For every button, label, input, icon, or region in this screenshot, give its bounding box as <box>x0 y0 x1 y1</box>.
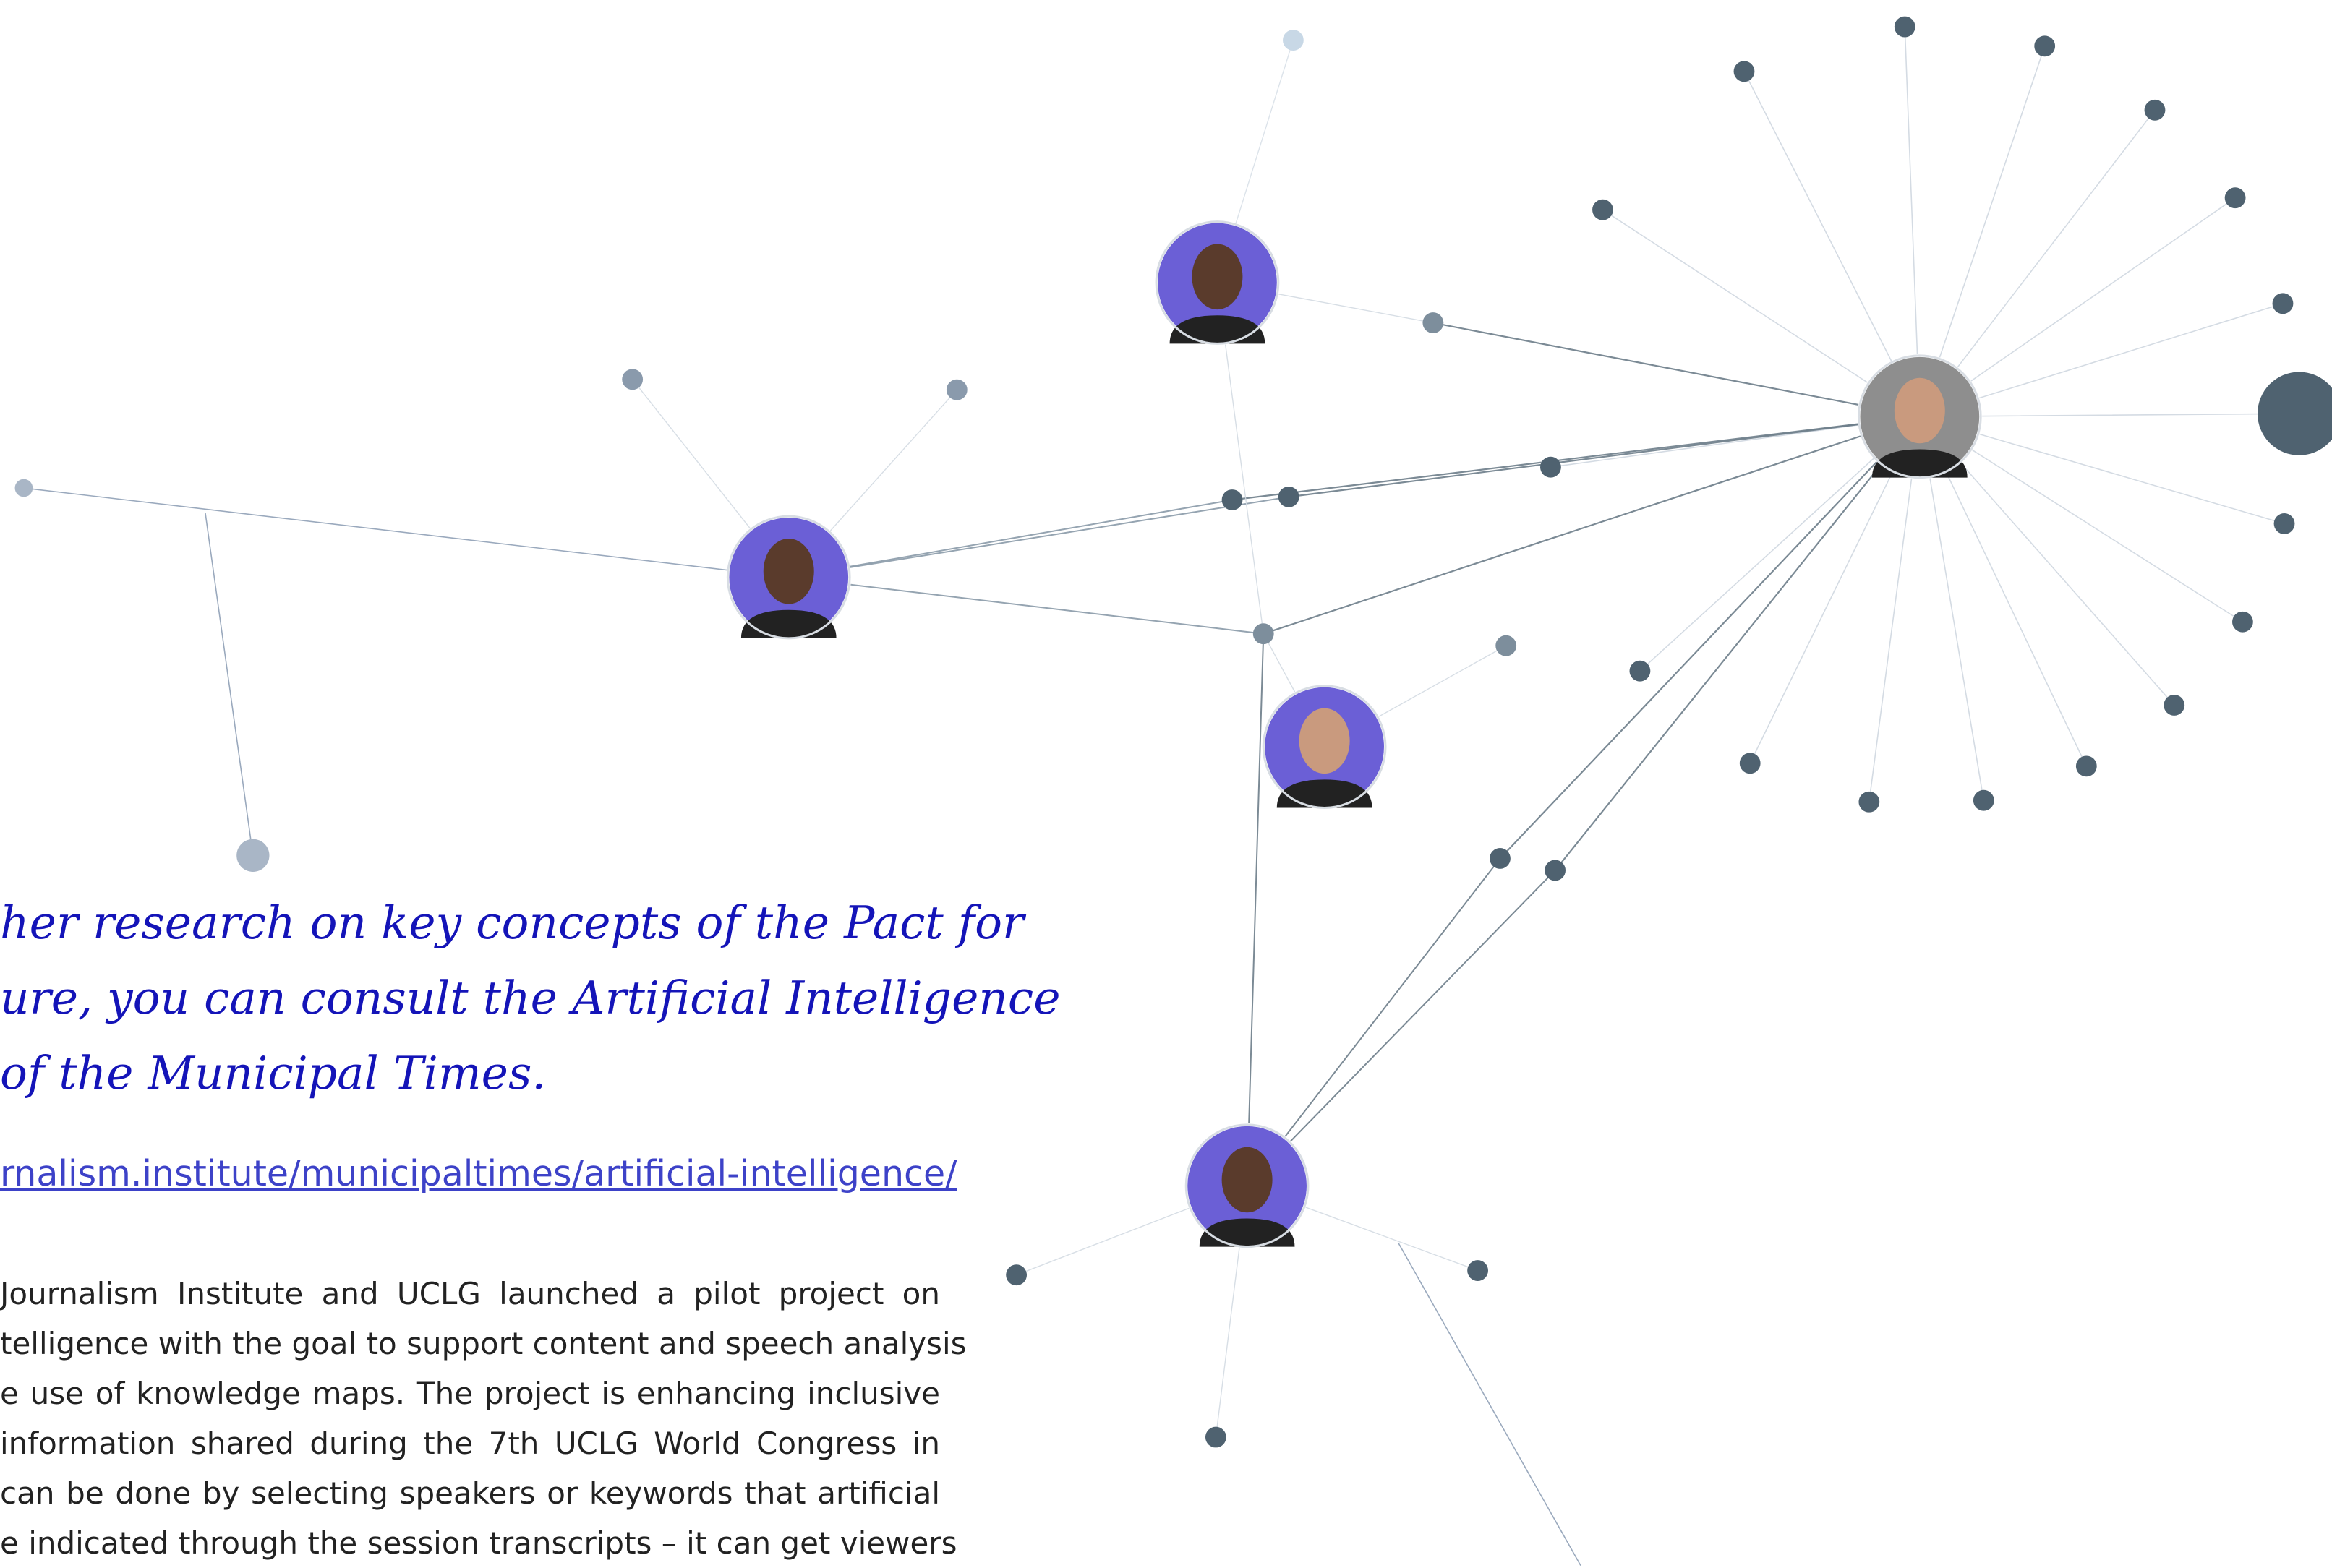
graph-nodes <box>14 16 2332 1448</box>
avatar-border <box>1184 1123 1310 1248</box>
keyword-node[interactable] <box>1221 489 1243 510</box>
paragraph-line: telligence with the goal to support cont… <box>0 1326 967 1361</box>
avatar-body <box>1199 1218 1295 1247</box>
ai-research-quote: her research on key concepts of the Pact… <box>0 886 1061 1111</box>
project-description: Journalism Institute and UCLG launched a… <box>0 1269 967 1568</box>
graph-edge <box>787 576 1265 635</box>
speaker-node-middle[interactable] <box>1262 684 1387 810</box>
graph-edges <box>23 26 2300 1566</box>
graph-edge <box>1246 857 1501 1187</box>
paragraph-line: Journalism Institute and UCLG launched a… <box>0 1276 940 1311</box>
graph-edge <box>1499 416 1921 860</box>
speaker-node-top[interactable] <box>1155 220 1280 346</box>
keyword-node[interactable] <box>2224 187 2246 209</box>
speaker-node-bottom[interactable] <box>1184 1123 1310 1248</box>
keyword-node[interactable] <box>14 479 33 497</box>
quote-line: of the Municipal Times. <box>0 1047 547 1100</box>
keyword-node[interactable] <box>2164 695 2185 716</box>
graph-edge <box>1288 416 1921 498</box>
graph-edge <box>1919 416 1985 802</box>
graph-edge <box>1904 26 1921 418</box>
keyword-node[interactable] <box>1629 660 1651 682</box>
ai-section-link[interactable]: rnalism.institute/municipaltimes/artific… <box>0 1153 957 1194</box>
keyword-node[interactable] <box>1592 199 1613 220</box>
keyword-node-large[interactable] <box>2258 372 2332 455</box>
keyword-node[interactable] <box>1858 791 1880 813</box>
speaker-node-hub[interactable] <box>1857 354 1983 479</box>
avatar-face <box>1299 708 1350 774</box>
avatar-face <box>1894 377 1945 444</box>
avatar-border <box>726 515 851 640</box>
graph-edge <box>1432 322 1921 418</box>
keyword-node[interactable] <box>2144 99 2166 121</box>
avatar-body <box>1871 449 1968 478</box>
keyword-node[interactable] <box>1205 1426 1226 1448</box>
graph-edge <box>1398 1243 1581 1566</box>
keyword-node[interactable] <box>1894 16 1915 38</box>
keyword-node[interactable] <box>2232 611 2253 633</box>
keyword-node[interactable] <box>1252 623 1274 645</box>
speaker-node-left[interactable] <box>726 515 852 640</box>
graph-edge <box>1919 416 2285 525</box>
graph-edge <box>23 487 790 578</box>
keyword-node[interactable] <box>1422 312 1444 333</box>
keyword-node[interactable] <box>1490 848 1511 869</box>
graph-edge <box>1602 209 1921 418</box>
graph-edge <box>1263 416 1921 635</box>
graph-edge <box>1919 416 2244 623</box>
keyword-node[interactable] <box>1282 30 1304 51</box>
speaker-avatars <box>726 220 1983 1248</box>
keyword-node[interactable] <box>2273 513 2295 534</box>
paragraph-line: can be done by selecting speakers or key… <box>0 1475 940 1511</box>
graph-edge <box>1919 197 2236 418</box>
avatar-face <box>1192 244 1243 310</box>
keyword-node[interactable] <box>2075 755 2097 777</box>
avatar-body <box>1169 315 1265 344</box>
graph-edge <box>1919 109 2156 418</box>
avatar-border <box>1155 220 1280 345</box>
avatar-face <box>763 538 814 604</box>
avatar-body <box>1276 779 1372 808</box>
avatar-border <box>1857 354 1982 479</box>
graph-edge <box>1246 869 1556 1187</box>
paragraph-line: e use of knowledge maps. The project is … <box>0 1376 940 1411</box>
graph-edge <box>787 496 1290 578</box>
keyword-node[interactable] <box>1006 1264 1028 1286</box>
keyword-node[interactable] <box>1278 486 1299 507</box>
keyword-node[interactable] <box>236 839 270 872</box>
keyword-node[interactable] <box>2272 293 2294 314</box>
graph-edge <box>1554 416 1921 872</box>
graph-edge <box>205 513 254 857</box>
keyword-node[interactable] <box>1973 789 1994 811</box>
graph-edge <box>1743 70 1921 418</box>
keyword-node[interactable] <box>1540 456 1561 478</box>
keyword-node[interactable] <box>622 369 644 390</box>
graph-edge <box>787 499 1234 578</box>
avatar-face <box>1221 1147 1273 1213</box>
keyword-node[interactable] <box>1739 753 1761 774</box>
paragraph-line: e indicated through the session transcri… <box>0 1525 957 1561</box>
keyword-node[interactable] <box>1495 635 1517 656</box>
keyword-node[interactable] <box>2034 35 2056 57</box>
quote-line: ure, you can consult the Artificial Inte… <box>0 972 1061 1024</box>
graph-edge <box>1919 303 2284 418</box>
graph-edge <box>1639 416 1921 672</box>
avatar-border <box>1262 685 1387 809</box>
keyword-node[interactable] <box>1545 860 1566 881</box>
avatar-body <box>740 609 837 638</box>
keyword-node[interactable] <box>946 379 968 400</box>
keyword-node[interactable] <box>1733 61 1755 82</box>
quote-line: her research on key concepts of the Pact… <box>0 896 1025 949</box>
graph-edge <box>1919 45 2046 418</box>
graph-edge <box>1246 633 1265 1187</box>
graph-edge <box>1868 416 1921 803</box>
paragraph-line: information shared during the 7th UCLG W… <box>0 1426 940 1461</box>
graph-edge <box>1919 413 2300 418</box>
keyword-node[interactable] <box>1467 1260 1488 1281</box>
